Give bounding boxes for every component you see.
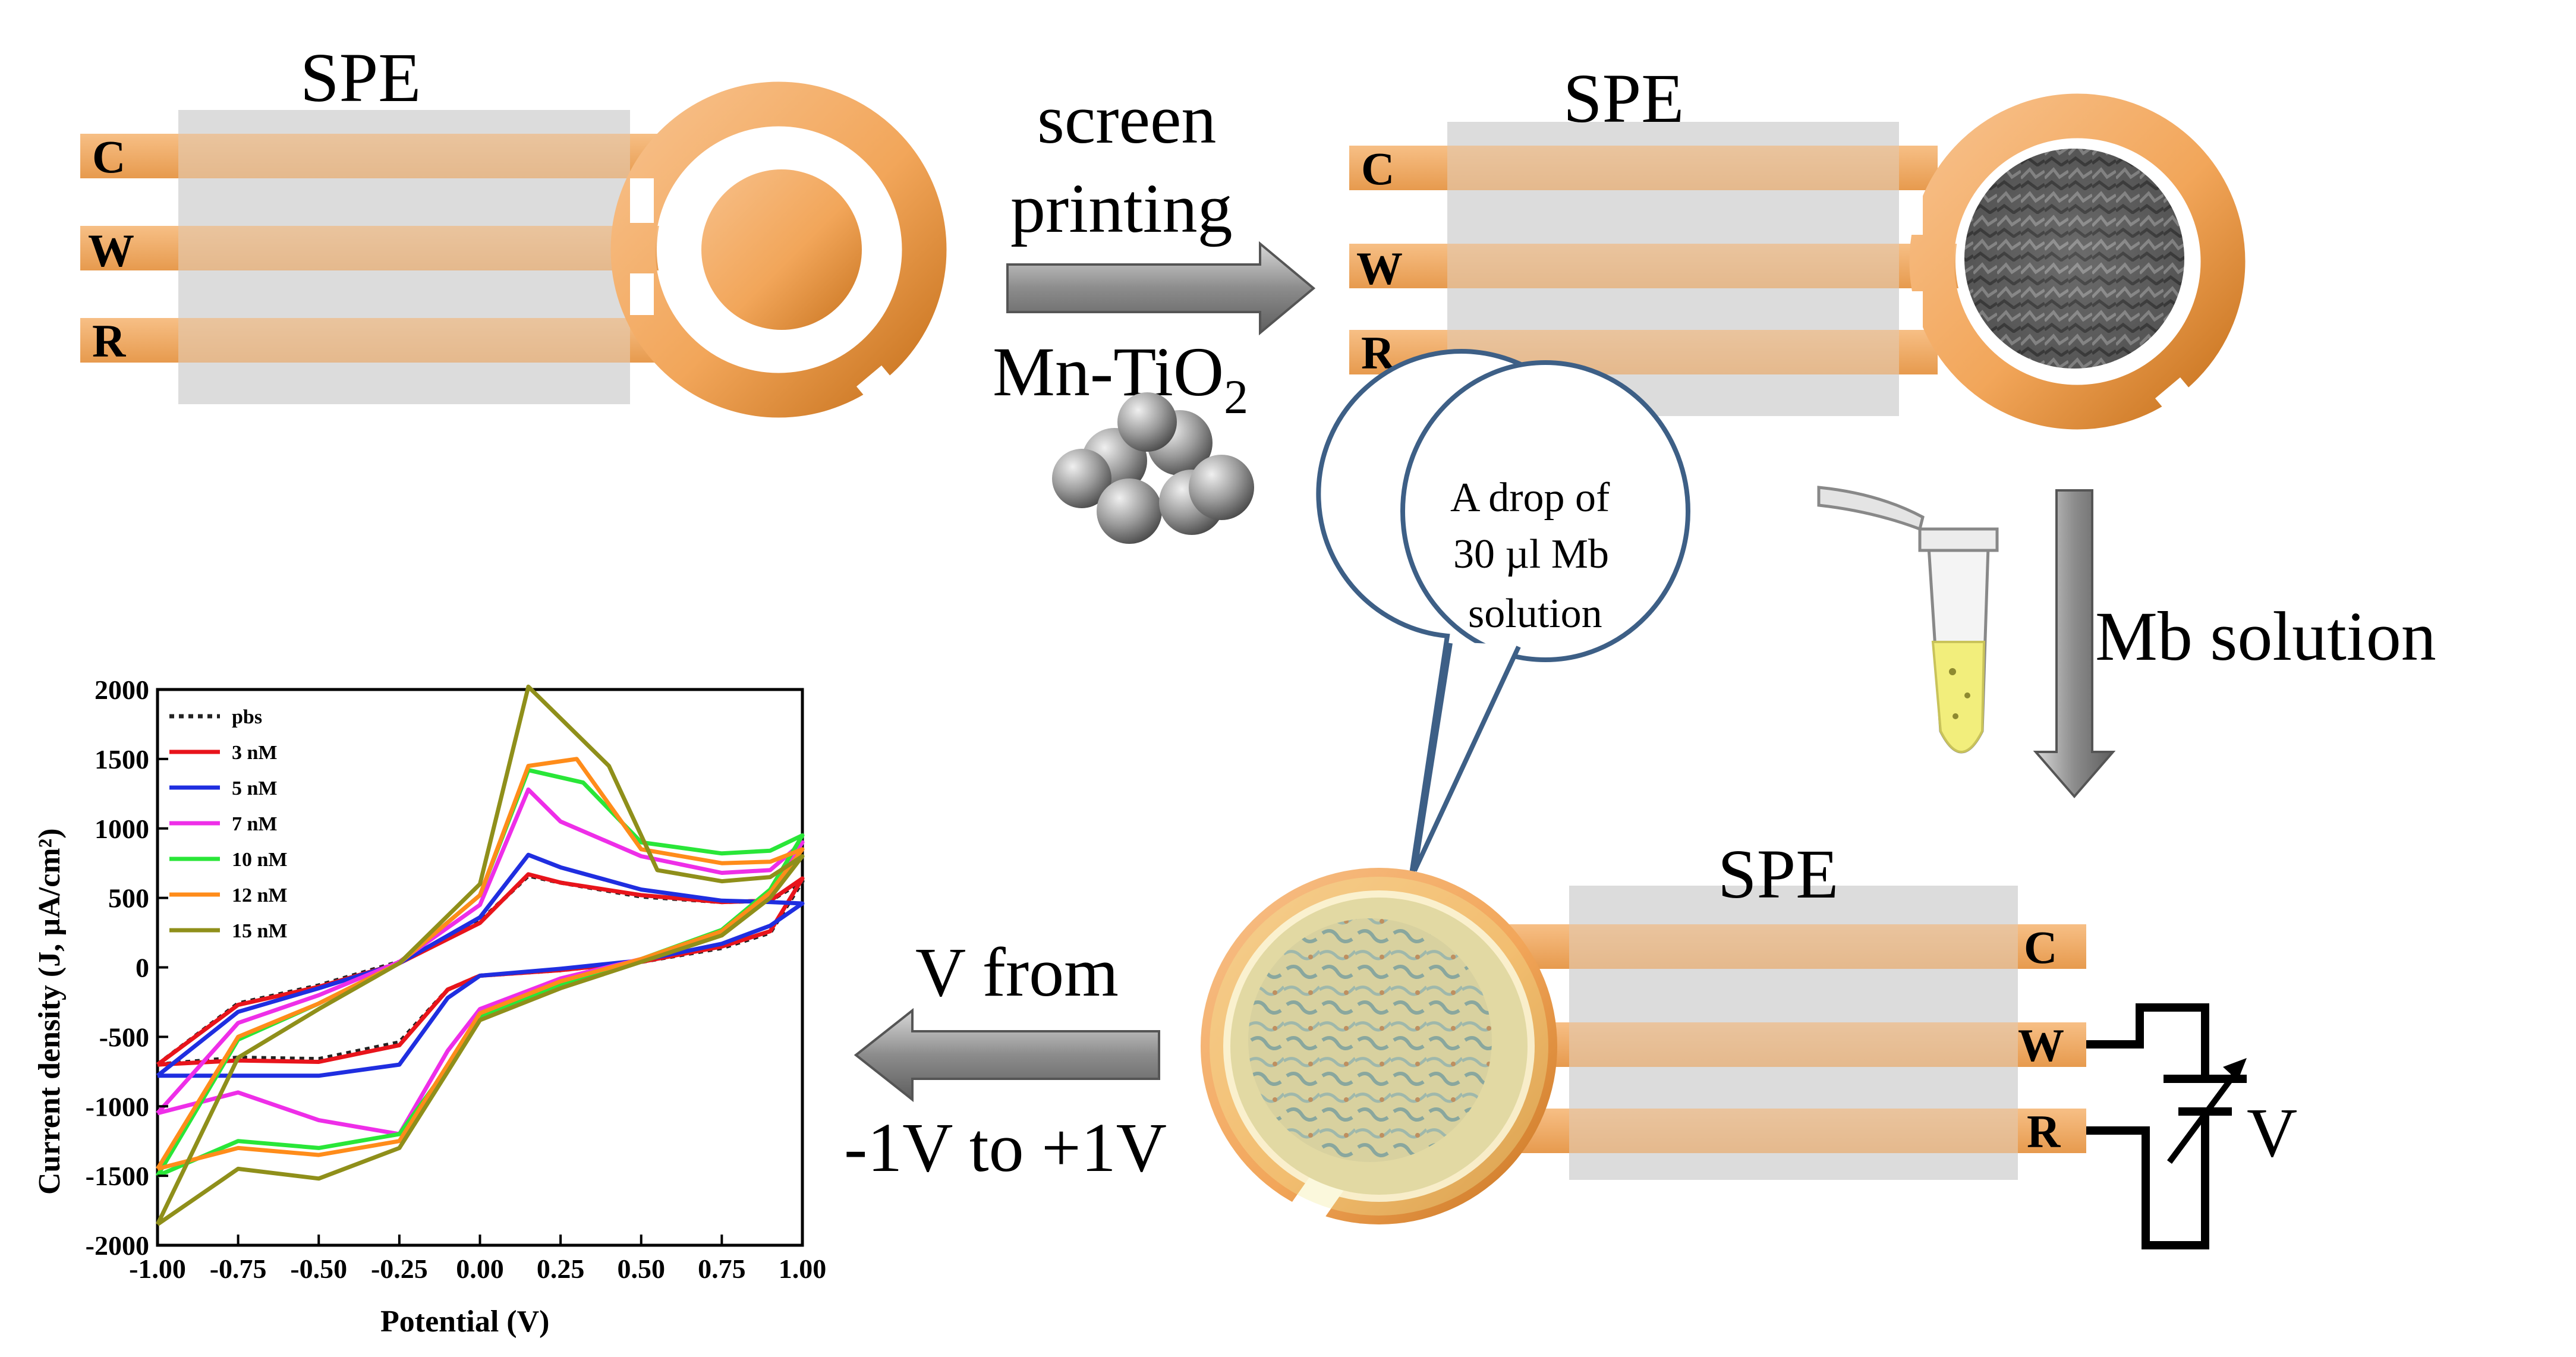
cyclic-voltammetry-chart: -1.00 -0.75 -0.50 -0.25 0.00 0.25 0.50 0.75 1.00… — [33, 675, 826, 1339]
label-counter: C — [92, 131, 125, 182]
chart-ticks-group: -1.00 -0.75 -0.50 -0.25 0.00 0.25 0.50 0.75 1.00… — [86, 675, 827, 1284]
step3-line2: -1V to +1V — [844, 1109, 1167, 1186]
legend-label: pbs — [232, 706, 262, 728]
y-tick-label: 2000 — [95, 675, 149, 705]
spe-title: SPE — [1563, 59, 1684, 137]
plot-frame — [156, 688, 804, 1247]
counter-ring — [610, 81, 947, 418]
label-working: W — [1356, 243, 1403, 294]
series-line-5-nM — [156, 852, 805, 1078]
legend-label: 15 nM — [232, 920, 288, 942]
bubble-line2: 30 µl Mb — [1453, 531, 1609, 577]
label-working: W — [88, 225, 134, 276]
y-tick-label: -500 — [99, 1022, 149, 1052]
variable-voltage-source-icon — [2086, 1003, 2247, 1249]
x-tick-label: -0.25 — [371, 1254, 428, 1284]
x-tick-label: 0.00 — [456, 1254, 504, 1284]
label-counter: C — [2024, 921, 2057, 973]
y-axis-title: Current density (J, µA/cm²) — [33, 828, 67, 1195]
series-line-7-nM — [156, 787, 805, 1136]
step2-label: Mb solution — [2095, 597, 2436, 675]
potential-sweep-arrow: V from -1V to +1V — [844, 933, 1167, 1186]
nanoparticle-cluster-icon — [1052, 392, 1254, 544]
y-tick-label: 0 — [136, 953, 149, 983]
x-tick-label: -1.00 — [129, 1254, 186, 1284]
label-reference: R — [92, 315, 127, 367]
spe-title: SPE — [300, 39, 421, 117]
x-tick-label: 1.00 — [779, 1254, 827, 1284]
legend-label: 12 nM — [232, 884, 288, 906]
bubble-line1: A drop of — [1450, 475, 1610, 521]
voltage-label: V — [2247, 1094, 2297, 1172]
x-tick-label: 0.75 — [698, 1254, 746, 1284]
label-reference: R — [2027, 1106, 2061, 1157]
bubble-line3: solution — [1468, 591, 1602, 637]
eppendorf-tube-icon — [1817, 486, 1999, 754]
series-line-15-nM — [155, 684, 805, 1226]
legend-label: 3 nM — [232, 742, 278, 764]
y-tick-label: 500 — [108, 883, 149, 914]
legend-label: 7 nM — [232, 813, 278, 835]
spe-electrode-mn-tio2: SPE C W R — [1349, 59, 2246, 449]
y-tick-label: 1500 — [95, 744, 149, 774]
chart-series-group — [155, 684, 805, 1226]
label-counter: C — [1361, 143, 1394, 194]
step1-line2: printing — [1010, 169, 1233, 247]
screen-printing-arrow: screen printing Mn-TiO2 — [993, 80, 1316, 544]
y-tick-label: -1500 — [86, 1161, 149, 1191]
counter-ring — [1909, 93, 2246, 430]
step1-material: Mn-TiO2 — [993, 333, 1248, 424]
legend-label: 5 nM — [232, 777, 278, 799]
ring-gap — [856, 365, 924, 437]
mb-drop — [1210, 877, 1548, 1216]
x-axis-title: Potential (V) — [380, 1305, 549, 1339]
mb-solution-arrow: Mb solution — [1817, 486, 2436, 799]
x-tick-label: 0.25 — [537, 1254, 585, 1284]
spe-electrode-mb-modified: SPE C W R V — [1201, 835, 2297, 1249]
y-tick-label: -1000 — [86, 1091, 149, 1122]
x-tick-label: -0.50 — [290, 1254, 347, 1284]
x-tick-label: 0.50 — [618, 1254, 666, 1284]
chart-legend: pbs 3 nM 5 nM 7 nM 10 nM 12 nM 15 nM — [169, 706, 288, 942]
working-electrode-disc — [701, 169, 862, 330]
y-tick-label: 1000 — [95, 814, 149, 844]
x-tick-label: -0.75 — [210, 1254, 267, 1284]
label-working: W — [2018, 1019, 2064, 1071]
legend-label: 10 nM — [232, 849, 288, 871]
spe-title: SPE — [1718, 835, 1838, 913]
step1-line1: screen — [1037, 80, 1216, 158]
series-line-12-nM — [156, 757, 805, 1171]
spe-electrode-bare: SPE C W R — [80, 39, 947, 437]
myoglobin-protein-layer — [1248, 918, 1492, 1162]
drop-callout-bubble: A drop of 30 µl Mb solution — [1316, 349, 1690, 875]
step3-line1: V from — [915, 933, 1119, 1011]
y-tick-label: -2000 — [86, 1230, 149, 1261]
